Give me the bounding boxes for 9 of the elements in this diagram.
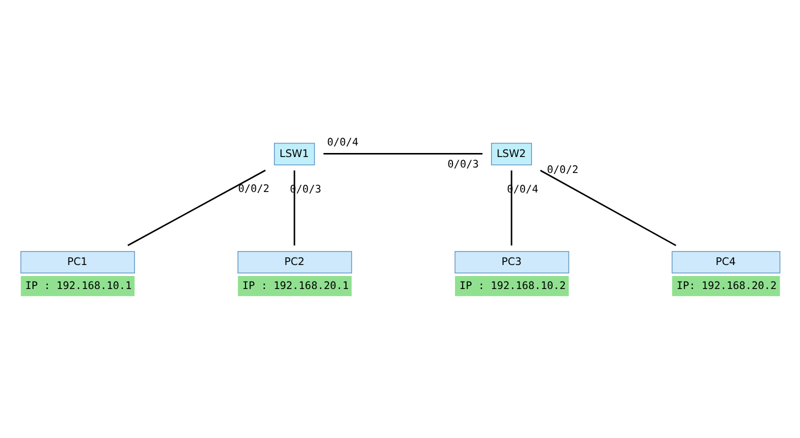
connector — [127, 169, 266, 246]
label: 0/0/4 — [327, 136, 358, 148]
label: 0/0/3 — [448, 158, 479, 170]
connector — [540, 169, 676, 246]
connector — [323, 152, 482, 154]
label: 0/0/2 — [547, 163, 578, 176]
connector — [294, 170, 296, 245]
connector — [510, 170, 512, 245]
label: 0/0/2 — [238, 182, 270, 195]
